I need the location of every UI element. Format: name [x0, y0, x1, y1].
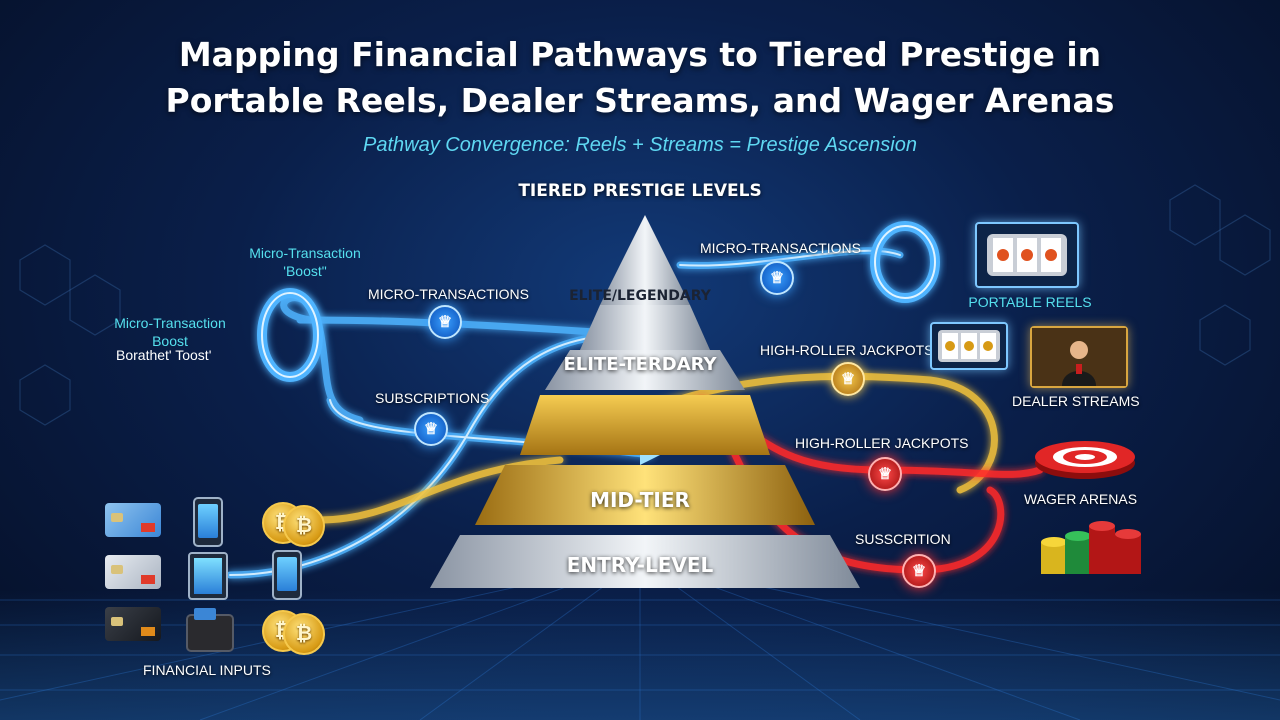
- badge-left-subs: ♕: [414, 412, 448, 446]
- card-chip-icon: [111, 617, 123, 626]
- card-chip-icon: [111, 513, 123, 522]
- tier-elite-terdary-band: [545, 350, 745, 390]
- tier-apex: [600, 215, 690, 305]
- trophy-icon: ♕: [911, 563, 927, 580]
- title-line-2: Portable Reels, Dealer Streams, and Wage…: [165, 81, 1115, 120]
- pyramid-heading: TIERED PRESTIGE LEVELS: [518, 181, 762, 201]
- label-right-micro: MICRO-TRANSACTIONS: [700, 240, 861, 256]
- mini-reels-image: [930, 322, 1008, 370]
- destination-portable-reels: PORTABLE REELS: [968, 294, 1092, 310]
- badge-left-micro: ♕: [428, 305, 462, 339]
- credit-card-black: [105, 607, 161, 641]
- destination-wager-arenas: WAGER ARENAS: [1024, 491, 1138, 507]
- label-right-subscription: SUSSCRITION: [855, 531, 951, 547]
- tier-elite-legendary-band: [580, 305, 710, 350]
- card-logo-icon: [141, 575, 155, 584]
- casino-chips-icon: [1041, 521, 1141, 574]
- phone-icon: [272, 550, 302, 600]
- trophy-icon: ♕: [769, 270, 785, 287]
- label-financial-inputs: FINANCIAL INPUTS: [143, 662, 271, 678]
- tier-mid-band: [475, 465, 815, 525]
- card-chip-icon: [111, 565, 123, 574]
- label-left-subs: SUBSCRIPTIONS: [375, 390, 490, 406]
- tier-entry-level: ENTRY-LEVEL: [566, 553, 714, 577]
- wallet-icon: [186, 608, 234, 652]
- badge-right-high-roller-2: ♕: [868, 457, 902, 491]
- badge-right-subscription: ♕: [902, 554, 936, 588]
- trophy-icon: ♕: [877, 466, 893, 483]
- dealer-stream-image: [1030, 326, 1128, 388]
- credit-card-silver: [105, 555, 161, 589]
- slot-reel-icon: [938, 330, 1000, 362]
- phone-icon: [193, 497, 223, 547]
- dealer-icon: [1032, 328, 1126, 386]
- tier-gold-upper-band: [520, 395, 770, 455]
- tier-entry-band: [430, 535, 860, 588]
- bitcoin-coin-icon: ₿: [283, 505, 325, 547]
- trophy-icon: ♕: [423, 421, 439, 438]
- tier-elite-legendary: ELITE/LEGENDARY: [569, 288, 711, 304]
- slot-reel-icon: [987, 234, 1067, 276]
- portable-reels-image: [975, 222, 1079, 288]
- trophy-icon: ♕: [437, 314, 453, 331]
- card-logo-icon: [141, 627, 155, 636]
- blue-path-boost: [280, 294, 364, 424]
- title-line-1: Mapping Financial Pathways to Tiered Pre…: [178, 35, 1102, 74]
- tablet-icon: [188, 552, 228, 600]
- tier-elite-terdary: ELITE-TERDARY: [563, 354, 717, 375]
- subtitle: Pathway Convergence: Reels + Streams = P…: [363, 134, 917, 156]
- bitcoin-coin-icon: ₿: [283, 613, 325, 655]
- label-right-high-roller-1: HIGH-ROLLER JACKPOTS: [760, 342, 934, 358]
- label-boost-side-2: Borathet' Toost': [116, 347, 212, 363]
- card-logo-icon: [141, 523, 155, 532]
- blue-path-loop: [296, 316, 644, 339]
- wager-arena-icon: [1035, 441, 1135, 479]
- tier-mid: MID-TIER: [590, 488, 690, 512]
- badge-right-micro: ♕: [760, 261, 794, 295]
- label-boost-side: Micro-Transaction Boost: [114, 315, 226, 349]
- page-title: Mapping Financial Pathways to Tiered Pre…: [0, 32, 1280, 124]
- badge-right-high-roller-1: ♕: [831, 362, 865, 396]
- gold-path-right: [616, 372, 998, 494]
- prestige-pyramid: [430, 215, 860, 588]
- label-left-micro: MICRO-TRANSACTIONS: [368, 286, 529, 302]
- trophy-icon: ♕: [840, 371, 856, 388]
- destination-dealer-streams: DEALER STREAMS: [1012, 393, 1140, 409]
- credit-card-blue: [105, 503, 161, 537]
- label-right-high-roller-2: HIGH-ROLLER JACKPOTS: [795, 435, 969, 451]
- label-boost-top: Micro-Transaction 'Boost": [249, 245, 361, 279]
